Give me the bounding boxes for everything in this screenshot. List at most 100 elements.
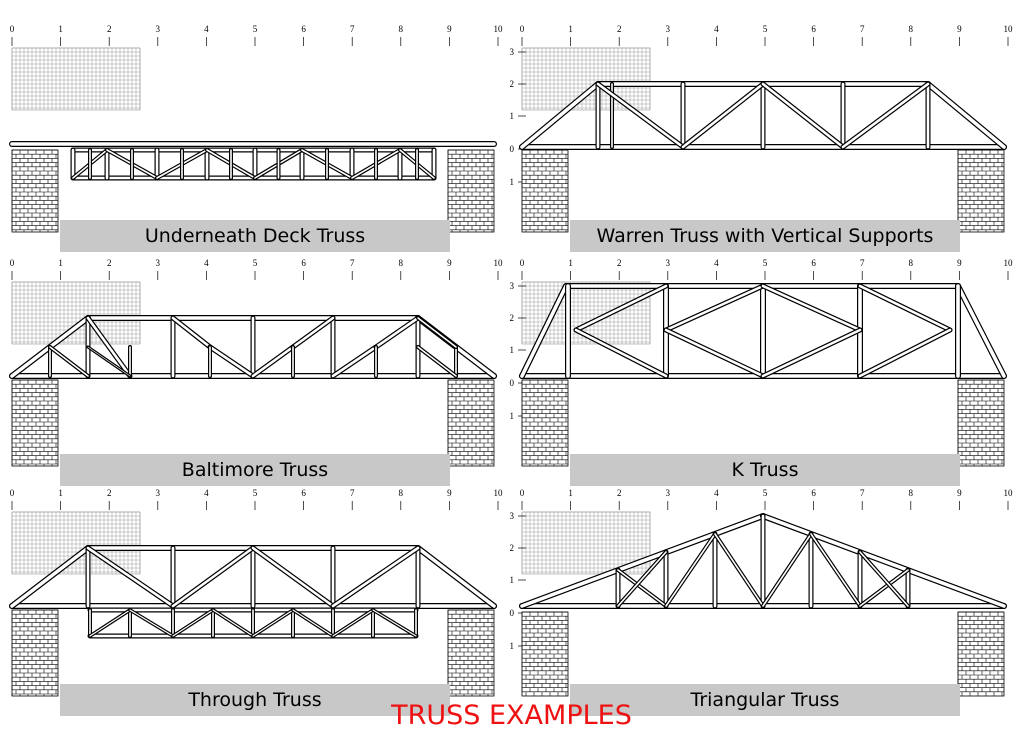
truss-member — [858, 550, 910, 608]
truss-member — [573, 327, 669, 379]
left-abutment — [521, 611, 569, 697]
ruler-tick-label: 10 — [494, 258, 504, 268]
truss-member — [415, 545, 497, 609]
background-grid — [521, 47, 651, 111]
ruler-tick-label: 7 — [860, 488, 865, 498]
truss-member — [250, 344, 296, 379]
truss-member — [170, 545, 256, 609]
truss-member — [171, 608, 215, 638]
background-grid — [11, 511, 141, 575]
truss-member — [857, 283, 953, 333]
truss-member — [85, 545, 176, 609]
ruler-tick-label: 4 — [714, 258, 719, 268]
ruler-tick-label: 6 — [811, 258, 816, 268]
right-abutment — [957, 149, 1005, 233]
ruler-tick-label: 8 — [909, 488, 914, 498]
ruler-tick-label: 4 — [204, 24, 209, 34]
caption-baltimore-truss: Baltimore Truss — [60, 454, 450, 486]
truss-member — [331, 608, 375, 638]
truss-member — [48, 345, 90, 378]
truss-member — [595, 81, 686, 150]
truss-member — [713, 532, 765, 608]
ruler-tick-label: 2 — [617, 258, 622, 268]
ruler-tick-label: 1 — [568, 24, 573, 34]
truss-member — [170, 315, 213, 350]
left-abutment — [11, 379, 59, 467]
ruler-tick-label: 10 — [494, 24, 504, 34]
ruler-tick-label: 10 — [1004, 24, 1014, 34]
ruler-tick-label: 9 — [447, 24, 452, 34]
truss-member — [857, 327, 953, 379]
truss-member — [858, 568, 910, 608]
ruler-tick-label: 2 — [510, 313, 515, 323]
truss-member — [290, 315, 336, 350]
left-abutment — [521, 379, 569, 467]
ruler-tick-label: 4 — [714, 488, 719, 498]
caption-k-truss: K Truss — [570, 454, 960, 486]
truss-member — [250, 545, 336, 609]
ruler-tick-label: 7 — [350, 24, 355, 34]
ruler-tick-label: 9 — [447, 488, 452, 498]
ruler-tick-label: 3 — [510, 511, 515, 521]
ruler-tick-label: 0 — [10, 24, 15, 34]
ruler-tick-label: 9 — [957, 258, 962, 268]
truss-member — [616, 550, 668, 608]
ruler-tick-label: 2 — [617, 24, 622, 34]
truss-member — [809, 532, 862, 608]
ruler-tick-label: 7 — [350, 258, 355, 268]
ruler-tick-label: 9 — [957, 488, 962, 498]
ruler-tick-label: 3 — [666, 24, 671, 34]
truss-member — [760, 327, 863, 379]
ruler-tick-label: 1 — [510, 641, 515, 651]
truss-member — [128, 608, 175, 638]
ruler-tick-label: 2 — [510, 543, 515, 553]
ruler-tick-label: 7 — [860, 24, 865, 34]
truss-member — [955, 283, 1007, 379]
right-abutment — [447, 379, 495, 467]
ruler-tick-label: 2 — [617, 488, 622, 498]
truss-member — [680, 81, 766, 150]
right-abutment — [447, 609, 495, 697]
ruler-tick-label: 2 — [107, 24, 112, 34]
background-grid — [11, 281, 141, 345]
ruler-tick-label: 1 — [58, 24, 63, 34]
ruler-tick-label: 5 — [763, 488, 768, 498]
ruler-tick-label: 0 — [510, 378, 515, 388]
truss-member — [760, 283, 863, 333]
truss-member — [760, 513, 1007, 609]
ruler-tick-label: 3 — [156, 488, 161, 498]
truss-member — [761, 532, 813, 608]
truss-member — [616, 568, 668, 608]
truss-member — [840, 81, 931, 150]
ruler-tick-label: 6 — [301, 24, 306, 34]
right-abutment — [957, 611, 1005, 697]
ruler-tick-label: 6 — [811, 488, 816, 498]
ruler-tick-label: 1 — [510, 345, 515, 355]
page-title: TRUSS EXAMPLES — [391, 700, 632, 731]
ruler-tick-label: 8 — [399, 24, 404, 34]
ruler-tick-label: 2 — [107, 258, 112, 268]
ruler-tick-label: 6 — [301, 258, 306, 268]
truss-member — [925, 81, 1007, 150]
truss-member — [663, 327, 766, 379]
left-abutment — [11, 609, 59, 697]
ruler-tick-label: 1 — [510, 111, 515, 121]
ruler-tick-label: 10 — [1004, 488, 1014, 498]
caption-underneath-deck-truss: Underneath Deck Truss — [60, 220, 450, 252]
truss-member — [573, 283, 669, 333]
truss-member — [207, 344, 256, 379]
left-abutment — [11, 149, 59, 233]
ruler-tick-label: 6 — [811, 24, 816, 34]
ruler-tick-label: 3 — [510, 281, 515, 291]
ruler-tick-label: 3 — [666, 258, 671, 268]
ruler-tick-label: 3 — [510, 47, 515, 57]
ruler-tick-label: 7 — [860, 258, 865, 268]
